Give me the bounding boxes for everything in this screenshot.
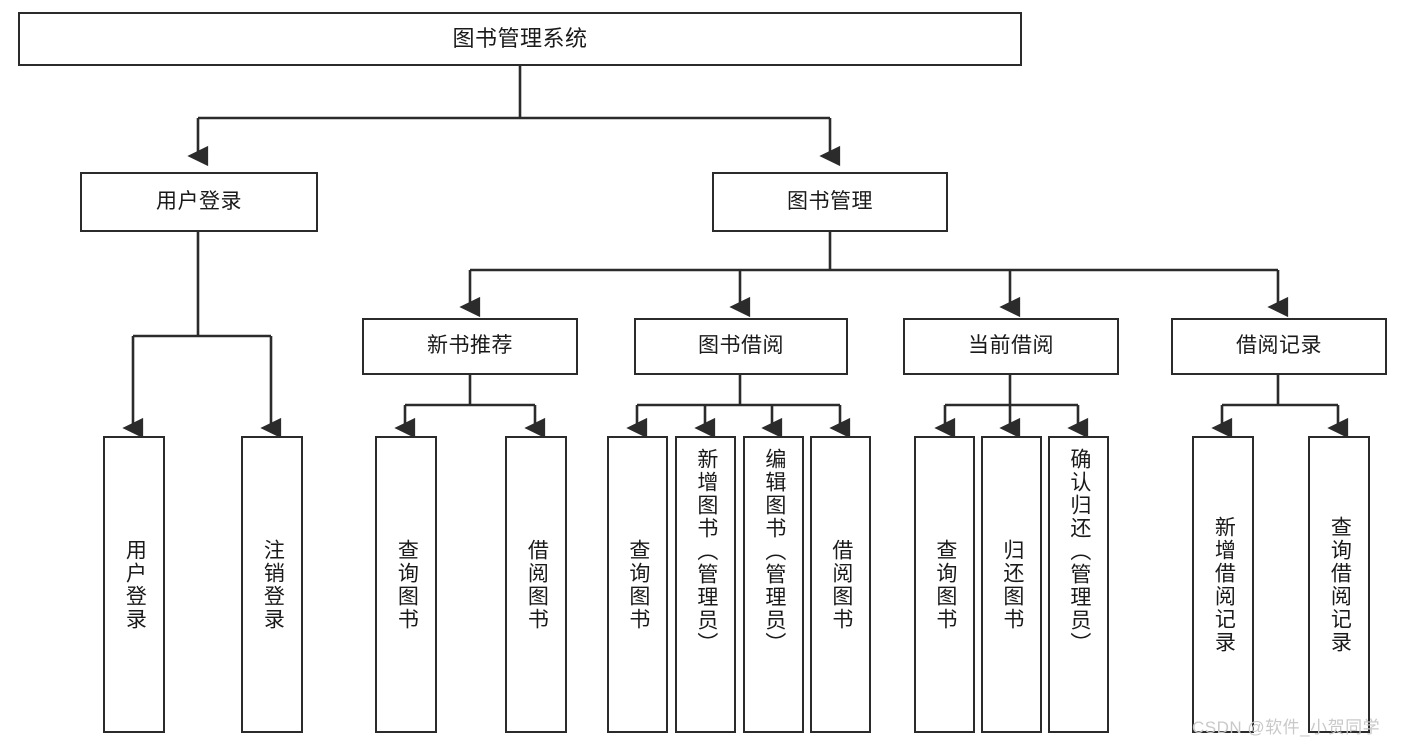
node-borrow-record-label: 借阅记录 <box>1236 334 1322 358</box>
node-leaf-logout-label: 注销登录 <box>261 538 285 631</box>
node-leaf-current-query-book-label: 查询图书 <box>933 538 957 631</box>
node-leaf-return-book[interactable]: 归还图书 <box>981 436 1042 733</box>
node-leaf-current-query-book[interactable]: 查询图书 <box>914 436 975 733</box>
node-current-borrow[interactable]: 当前借阅 <box>903 318 1119 375</box>
watermark: CSDN @软件_小贺同学 <box>1192 718 1381 737</box>
node-leaf-confirm-return-admin-label: 确认归还（管理员） <box>1067 448 1091 655</box>
node-leaf-borrow-book[interactable]: 借阅图书 <box>810 436 871 733</box>
node-book-borrow[interactable]: 图书借阅 <box>634 318 848 375</box>
node-leaf-add-book-admin-label: 新增图书（管理员） <box>694 448 718 655</box>
node-user-login-label: 用户登录 <box>156 189 242 213</box>
node-leaf-edit-book-admin[interactable]: 编辑图书（管理员） <box>743 436 804 733</box>
node-root-label: 图书管理系统 <box>452 26 588 52</box>
node-book-management-label: 图书管理 <box>787 189 873 213</box>
node-leaf-recommend-query-book-label: 查询图书 <box>395 538 419 631</box>
node-leaf-logout[interactable]: 注销登录 <box>241 436 303 733</box>
node-leaf-edit-book-admin-label: 编辑图书（管理员） <box>762 448 786 655</box>
node-leaf-add-borrow-record-label: 新增借阅记录 <box>1212 515 1236 654</box>
node-book-management[interactable]: 图书管理 <box>712 172 948 232</box>
node-leaf-borrow-book-label: 借阅图书 <box>829 538 853 631</box>
node-leaf-query-borrow-record[interactable]: 查询借阅记录 <box>1308 436 1370 733</box>
node-leaf-recommend-query-book[interactable]: 查询图书 <box>375 436 437 733</box>
node-leaf-user-login[interactable]: 用户登录 <box>103 436 165 733</box>
node-borrow-record[interactable]: 借阅记录 <box>1171 318 1387 375</box>
node-leaf-user-login-label: 用户登录 <box>123 538 147 631</box>
node-new-book-recommend-label: 新书推荐 <box>427 334 513 358</box>
node-user-login[interactable]: 用户登录 <box>80 172 318 232</box>
node-leaf-add-book-admin[interactable]: 新增图书（管理员） <box>675 436 736 733</box>
node-leaf-borrow-query-book-label: 查询图书 <box>626 538 650 631</box>
node-leaf-return-book-label: 归还图书 <box>1000 538 1024 631</box>
node-leaf-recommend-borrow-book[interactable]: 借阅图书 <box>505 436 567 733</box>
node-leaf-recommend-borrow-book-label: 借阅图书 <box>525 538 549 631</box>
node-root[interactable]: 图书管理系统 <box>18 12 1022 66</box>
node-leaf-add-borrow-record[interactable]: 新增借阅记录 <box>1192 436 1254 733</box>
node-book-borrow-label: 图书借阅 <box>698 334 784 358</box>
node-leaf-confirm-return-admin[interactable]: 确认归还（管理员） <box>1048 436 1109 733</box>
node-leaf-borrow-query-book[interactable]: 查询图书 <box>607 436 668 733</box>
node-leaf-query-borrow-record-label: 查询借阅记录 <box>1328 515 1352 654</box>
node-new-book-recommend[interactable]: 新书推荐 <box>362 318 578 375</box>
node-current-borrow-label: 当前借阅 <box>968 334 1054 358</box>
